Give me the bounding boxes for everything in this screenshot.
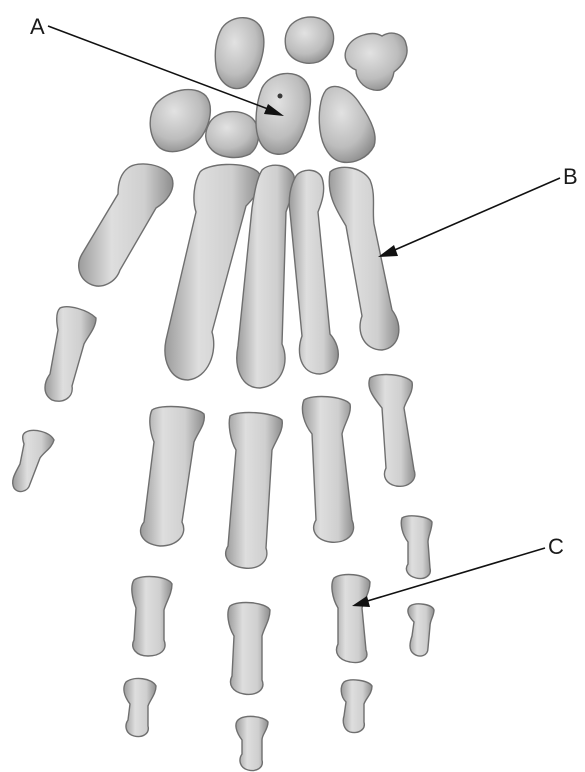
pointer-line-b: [390, 178, 560, 252]
metacarpal-little: [329, 167, 399, 350]
pointer-arrowhead-b: [378, 245, 398, 257]
carpal-bone-trapezoid: [206, 112, 259, 158]
middle-phalanges: [132, 516, 432, 694]
metacarpal-thumb: [79, 164, 173, 286]
distal-phalanx-middle: [236, 716, 268, 770]
carpal-bone-lunate: [285, 17, 333, 63]
carpal-bone-trapezium: [150, 90, 210, 152]
label-c: C: [548, 534, 564, 559]
proximal-phalanges: [45, 307, 415, 569]
proximal-phalanx-index: [141, 407, 205, 546]
proximal-phalanx-thumb: [45, 307, 96, 402]
pointer-line-c: [364, 548, 545, 602]
proximal-phalanx-ring: [302, 397, 353, 543]
middle-phalanx-index: [132, 577, 172, 656]
carpal-bone-scaphoid-top: [215, 18, 264, 89]
distal-phalanx-index: [124, 679, 156, 737]
foramen-mark: [278, 94, 283, 99]
middle-phalanx-middle: [228, 603, 270, 695]
carpal-bones: [150, 17, 407, 162]
distal-phalanx-ring: [341, 680, 372, 733]
carpal-bone-hamate: [319, 86, 375, 162]
metacarpal-ring: [289, 170, 338, 374]
distal-phalanx-thumb: [13, 430, 54, 491]
label-b: B: [563, 164, 578, 189]
label-b-group: B: [378, 164, 578, 257]
distal-phalanx-little: [408, 604, 434, 656]
carpal-bone-pisiform-triquetrum: [345, 33, 407, 90]
proximal-phalanx-little: [369, 375, 415, 487]
proximal-phalanx-middle: [226, 413, 283, 569]
distal-phalanges: [124, 604, 434, 771]
label-c-group: C: [352, 534, 564, 607]
label-a: A: [30, 14, 45, 39]
metacarpal-bones: [79, 164, 399, 388]
middle-phalanx-little: [401, 516, 432, 579]
middle-phalanx-ring: [332, 575, 370, 663]
